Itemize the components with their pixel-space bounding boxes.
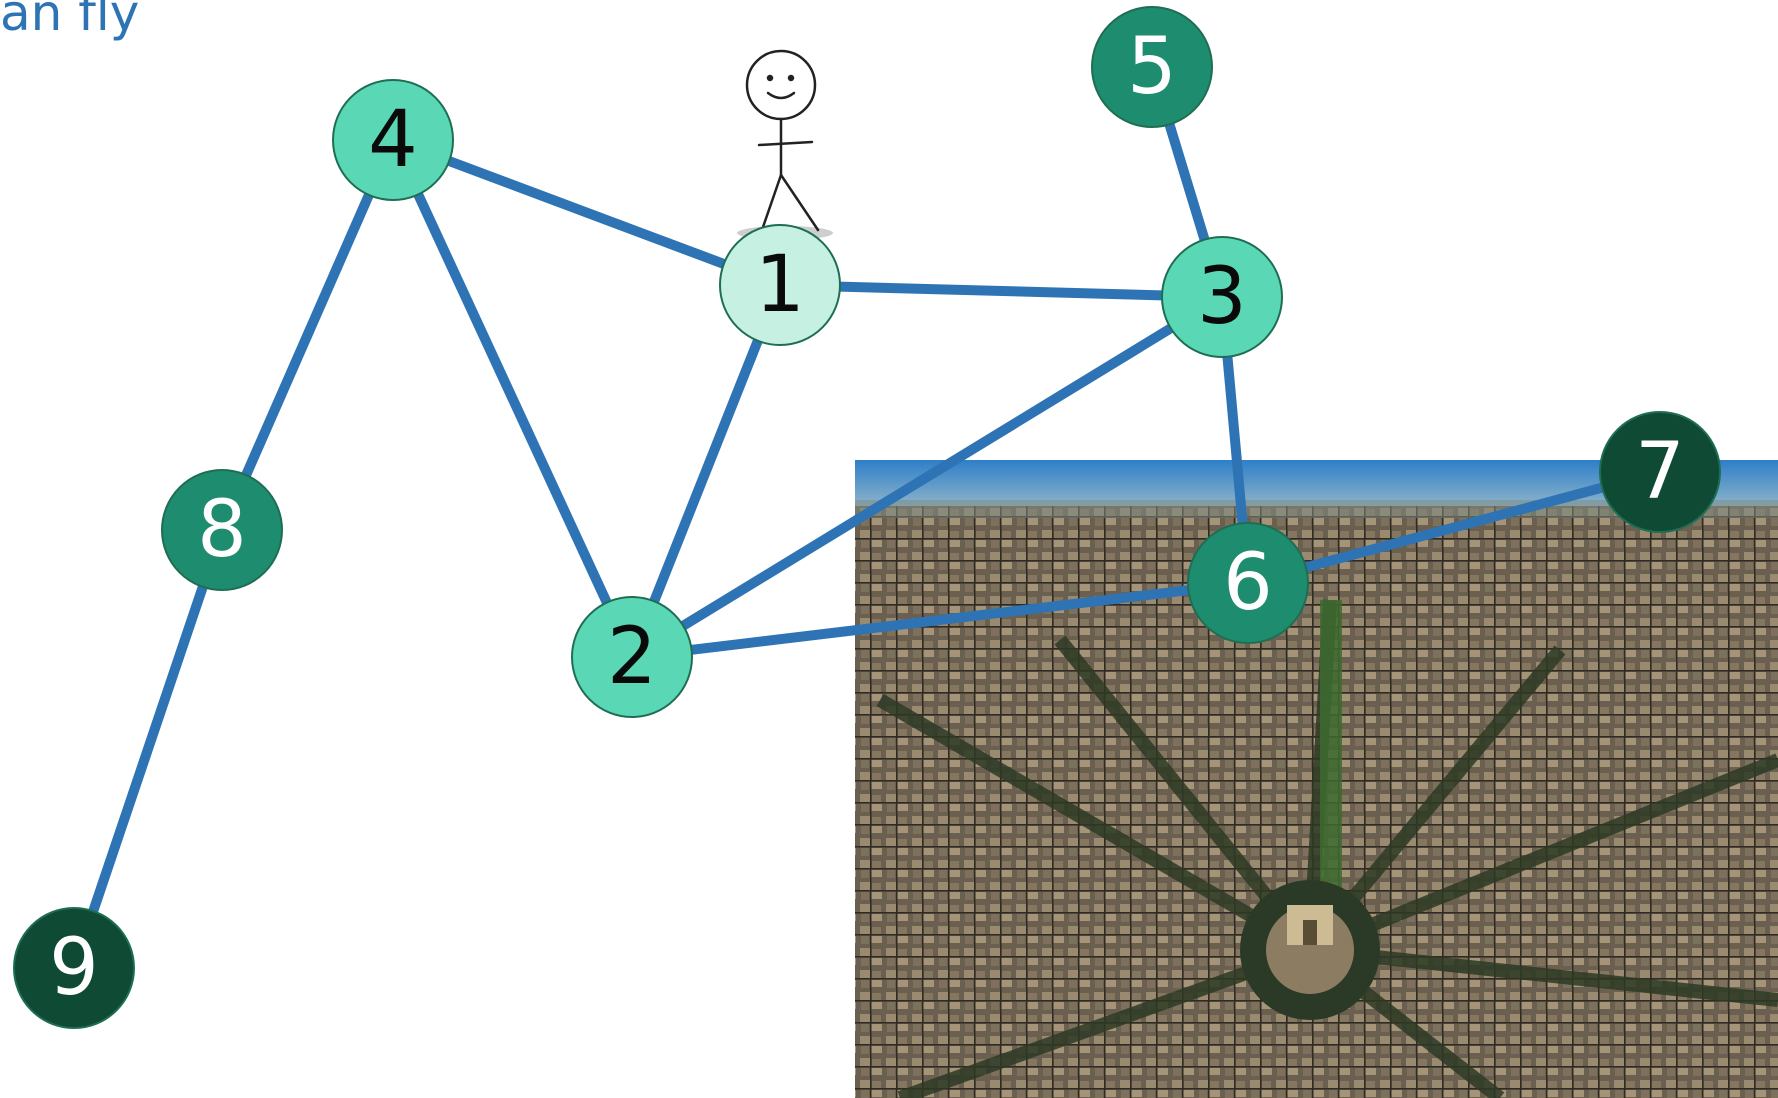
node-circle (332, 79, 454, 201)
node-circle (1161, 236, 1283, 358)
node-label: 4 (368, 95, 418, 185)
node-7: 7 (1599, 411, 1721, 533)
node-label: 1 (755, 240, 805, 330)
node-8: 8 (161, 469, 283, 591)
node-1: 1 (719, 224, 841, 346)
node-9: 9 (13, 907, 135, 1029)
graph-nodes: 1 2 3 4 5 6 7 8 9 (13, 6, 1721, 1029)
aerial-city-photo (855, 460, 1778, 1098)
node-5: 5 (1091, 6, 1213, 128)
node-label: 3 (1197, 252, 1247, 342)
node-circle (1091, 6, 1213, 128)
node-circle (1187, 522, 1309, 644)
edge-4-1 (391, 135, 782, 290)
stick-figure (737, 49, 833, 240)
node-label: 5 (1127, 22, 1177, 112)
node-label: 7 (1635, 427, 1685, 517)
slide-title: an fly (0, 0, 140, 42)
node-label: 8 (197, 485, 247, 575)
node-circle (13, 907, 135, 1029)
node-circle (571, 596, 693, 718)
edge-4-8 (217, 137, 398, 533)
node-4: 4 (332, 79, 454, 201)
node-label: 9 (49, 923, 99, 1013)
node-label: 2 (607, 612, 657, 702)
edge-8-9 (69, 528, 227, 970)
node-2: 2 (571, 596, 693, 718)
node-label: 6 (1223, 538, 1273, 628)
edge-2-6 (631, 578, 1249, 662)
edge-4-2 (388, 137, 637, 660)
node-circle (161, 469, 283, 591)
node-3: 3 (1161, 236, 1283, 358)
edge-1-3 (779, 280, 1223, 302)
node-circle (719, 224, 841, 346)
edge-6-7 (1246, 467, 1662, 588)
edge-1-2 (627, 283, 785, 659)
node-circle (1599, 411, 1721, 533)
edge-3-2 (629, 292, 1225, 662)
node-6: 6 (1187, 522, 1309, 644)
